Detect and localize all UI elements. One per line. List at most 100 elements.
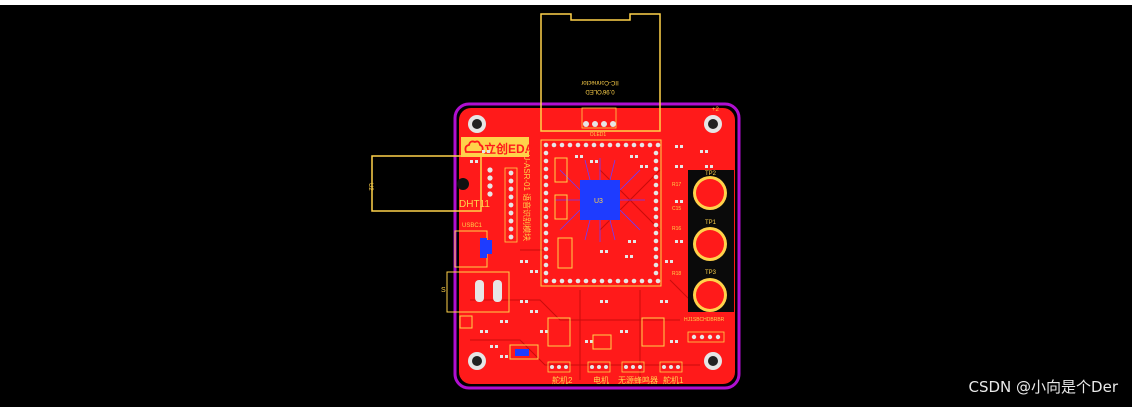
socket-pin (543, 174, 549, 180)
socket-pin (653, 222, 659, 228)
lower-components (459, 315, 665, 360)
socket-pin (653, 246, 659, 252)
socket-pin (583, 142, 589, 148)
smd-pad (490, 345, 493, 348)
smd-pad (635, 155, 638, 158)
dht-pins (487, 167, 493, 197)
dht-marker (457, 178, 469, 190)
socket-pin (655, 142, 661, 148)
board-code: HJ1SBCHDBRBR (684, 317, 725, 323)
smd-pad (500, 320, 503, 323)
smd-pad (670, 340, 673, 343)
smd-pad (680, 145, 683, 148)
socket-pin (653, 198, 659, 204)
tp-label-0: TP2 (705, 171, 717, 177)
smd-pad (665, 260, 668, 263)
logo: 立创EDA (461, 137, 534, 157)
socket-pin (653, 158, 659, 164)
socket-pin (559, 142, 565, 148)
socket-pin (653, 182, 659, 188)
smd-pad (660, 300, 663, 303)
top-border (0, 0, 1132, 5)
test-point-tp3 (693, 278, 727, 312)
switch-ref: S (441, 287, 446, 294)
socket-pin (543, 238, 549, 244)
socket-pin (567, 142, 573, 148)
socket-pin (543, 278, 549, 284)
socket-pin (543, 150, 549, 156)
smd-pad (675, 340, 678, 343)
smd-pad (675, 240, 678, 243)
usb-ref: USBC1 (462, 223, 483, 229)
smd-pad (535, 270, 538, 273)
smd-pad (680, 200, 683, 203)
socket-pin (653, 166, 659, 172)
res-label-0: R17 (672, 182, 681, 188)
socket-pin (623, 278, 629, 284)
mounting-hole-bottom-right (704, 352, 722, 370)
smd-pad (485, 330, 488, 333)
test-point-tp1 (693, 227, 727, 261)
smd-pad (625, 330, 628, 333)
socket-pin (543, 254, 549, 260)
oled-label2: IIC-Connector (581, 79, 618, 85)
bottom-label-3: 舵机1 (663, 375, 684, 385)
smd-pad (633, 240, 636, 243)
socket-pin (543, 262, 549, 268)
socket-pin (647, 142, 653, 148)
socket-pin (607, 142, 613, 148)
smd-pad (585, 340, 588, 343)
socket-pin (543, 214, 549, 220)
socket-pin (653, 262, 659, 268)
smd-pad (705, 165, 708, 168)
smd-pad (675, 200, 678, 203)
smd-pad (680, 165, 683, 168)
socket-pin (653, 254, 659, 260)
blue-smd (515, 349, 529, 356)
mounting-hole-top-right (704, 115, 722, 133)
smd-pad (505, 355, 508, 358)
socket-pin (653, 270, 659, 276)
smd-pad (530, 270, 533, 273)
bottom-label-0: 舵机2 (552, 375, 573, 385)
cloud-icon (464, 140, 484, 153)
socket-pin (543, 158, 549, 164)
socket-pin (653, 150, 659, 156)
socket-pin (639, 278, 645, 284)
socket-pin (575, 278, 581, 284)
socket-pin (647, 278, 653, 284)
smd-pad (480, 330, 483, 333)
smd-pad (680, 240, 683, 243)
mcu-socket (540, 139, 662, 287)
socket-pin (575, 142, 581, 148)
dht-ref: U2 (367, 183, 373, 191)
main-chip: U3 (555, 158, 645, 242)
logo-text: 立创EDA (484, 141, 534, 156)
smd-pad (575, 155, 578, 158)
smd-pad (525, 300, 528, 303)
smd-pad (700, 150, 703, 153)
smd-pad (505, 320, 508, 323)
socket-pin (543, 190, 549, 196)
socket-pin (559, 278, 565, 284)
smd-pad (600, 250, 603, 253)
socket-pin (653, 238, 659, 244)
socket-pin (653, 190, 659, 196)
socket-pin (567, 278, 573, 284)
smd-pad (470, 160, 473, 163)
right-header (687, 331, 725, 343)
smd-pad (580, 155, 583, 158)
test-point-tp2 (693, 176, 727, 210)
usb-connector (454, 230, 492, 268)
smd-pad (545, 330, 548, 333)
mounting-holes (468, 115, 722, 370)
smd-pad (520, 260, 523, 263)
smd-pad (675, 165, 678, 168)
socket-pin (543, 142, 549, 148)
socket-pin (543, 166, 549, 172)
socket-pin (591, 142, 597, 148)
bottom-connectors (547, 361, 683, 373)
power-switch (446, 271, 510, 313)
bottom-label-2: 无源蜂鸣器 (618, 375, 658, 385)
